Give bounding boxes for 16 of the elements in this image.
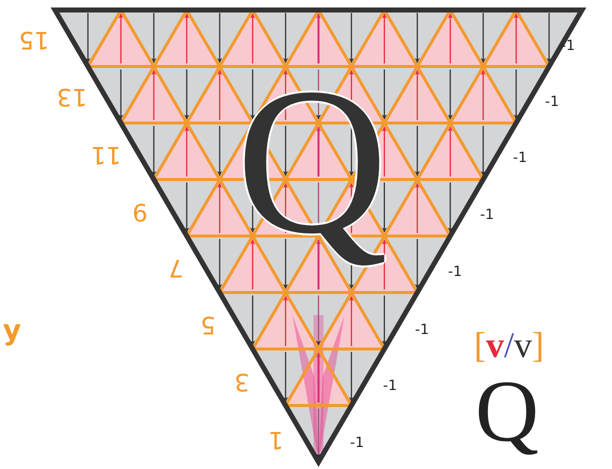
row-value: -1 [513, 150, 527, 166]
row-number: 5 [200, 311, 216, 339]
row-number: 11 [90, 141, 122, 169]
row-value: -1 [545, 94, 559, 110]
row-value: -1 [383, 378, 397, 394]
row-value: -1 [448, 264, 462, 280]
row-value: -1 [350, 435, 364, 451]
row-number: 1 [268, 426, 284, 454]
row-number: 13 [56, 83, 88, 111]
row-number: 7 [168, 254, 184, 282]
row-value: -1 [415, 322, 429, 338]
row-number: 15 [18, 26, 50, 54]
row-number: 3 [234, 368, 250, 396]
row-number: 9 [132, 198, 148, 226]
axis-letter: y [2, 314, 22, 346]
row-value: -1 [480, 207, 494, 223]
